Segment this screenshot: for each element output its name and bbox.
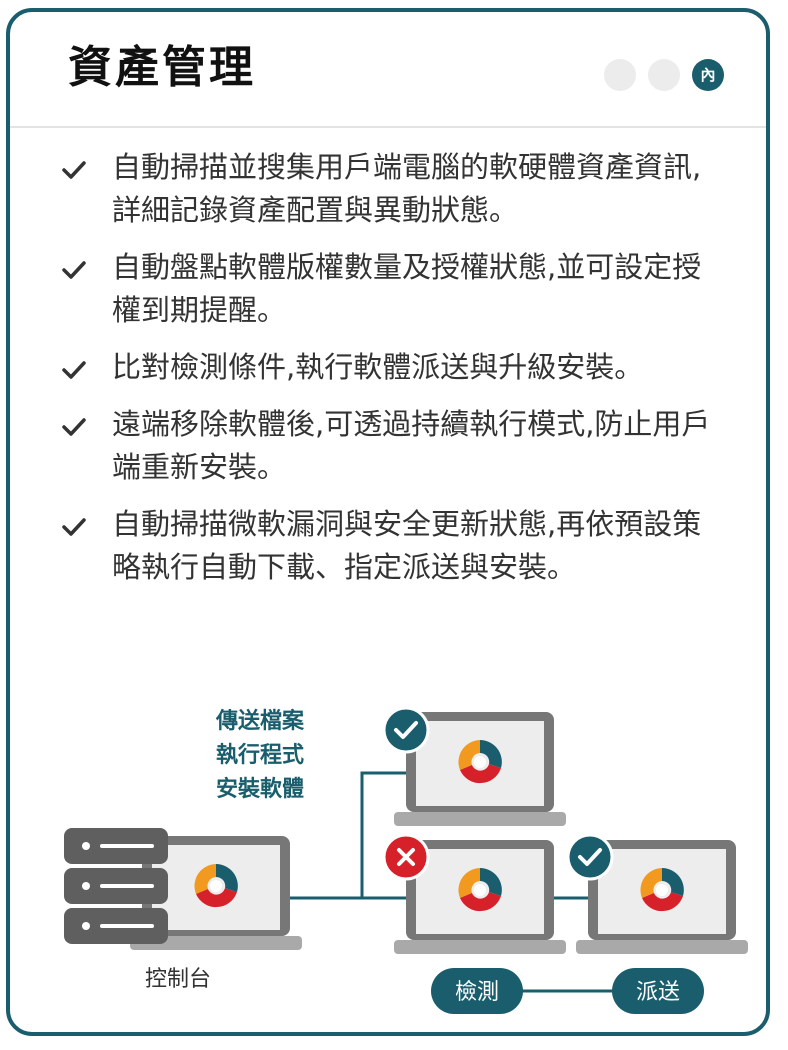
internal-badge: 內 xyxy=(692,59,724,91)
check-icon xyxy=(62,361,86,379)
connector-line xyxy=(360,771,406,898)
check-icon xyxy=(62,161,86,179)
console-label: 控制台 xyxy=(145,967,211,992)
decorative-dot xyxy=(648,59,680,91)
feature-text: 自動掃描微軟漏洞與安全更新狀態,再依預設策略執行自動下載、指定派送與安裝。 xyxy=(112,507,702,584)
action-label: 安裝軟體 xyxy=(216,776,304,802)
step-detect-label: 檢測 xyxy=(455,980,499,1005)
success-check-icon xyxy=(566,833,614,881)
step-deploy-label: 派送 xyxy=(636,980,680,1005)
check-icon xyxy=(62,518,86,536)
step-detect-pill: 檢測 xyxy=(431,968,523,1014)
feature-text: 自動盤點軟體版權數量及授權狀態,並可設定授權到期提醒。 xyxy=(112,250,702,327)
feature-item: 比對檢測條件,執行軟體派送與升級安裝。 xyxy=(58,346,728,389)
feature-list: 自動掃描並搜集用戶端電腦的軟硬體資產資訊,詳細記錄資產配置與異動狀態。 自動盤點… xyxy=(58,146,728,603)
success-check-icon xyxy=(382,706,430,754)
feature-item: 自動盤點軟體版權數量及授權狀態,並可設定授權到期提醒。 xyxy=(58,246,728,332)
feature-text: 遠端移除軟體後,可透過持續執行模式,防止用戶端重新安裝。 xyxy=(112,407,711,484)
feature-text: 比對檢測條件,執行軟體派送與升級安裝。 xyxy=(112,350,644,384)
action-label: 傳送檔案 xyxy=(215,708,305,734)
feature-text: 自動掃描並搜集用戶端電腦的軟硬體資產資訊,詳細記錄資產配置與異動狀態。 xyxy=(112,150,702,227)
card-header: 資產管理 內 xyxy=(10,12,766,128)
check-icon xyxy=(62,261,86,279)
decorative-dot xyxy=(604,59,636,91)
feature-item: 自動掃描並搜集用戶端電腦的軟硬體資產資訊,詳細記錄資產配置與異動狀態。 xyxy=(58,146,728,232)
page-title: 資產管理 xyxy=(68,42,256,93)
feature-item: 遠端移除軟體後,可透過持續執行模式,防止用戶端重新安裝。 xyxy=(58,403,728,489)
action-label: 執行程式 xyxy=(216,742,304,768)
failure-x-icon xyxy=(382,833,430,881)
step-deploy-pill: 派送 xyxy=(612,968,704,1014)
check-icon xyxy=(62,418,86,436)
feature-item: 自動掃描微軟漏洞與安全更新狀態,再依預設策略執行自動下載、指定派送與安裝。 xyxy=(58,503,728,589)
server-stack-icon xyxy=(64,828,168,944)
